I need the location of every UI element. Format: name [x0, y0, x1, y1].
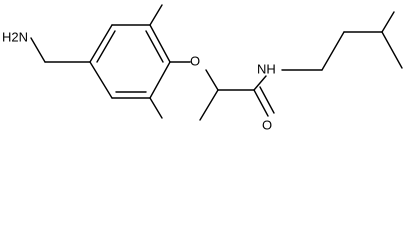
amine-label: H2N: [2, 29, 28, 44]
ring-bond-3-inner: [145, 30, 164, 63]
bond-ch2-ch2: [321, 31, 345, 71]
amide-nh-label: NH: [257, 61, 276, 76]
bond-carbonyl-c-o: [253, 89, 269, 117]
ether-oxygen-label: O: [190, 53, 200, 68]
bond-methyl-bottom: [149, 97, 163, 119]
bond-ch-methyl-up: [381, 11, 395, 33]
molecule-diagram: H2N O NH O: [2, 4, 403, 132]
bond-ch-methyl-down: [381, 31, 403, 69]
bond-carbonyl-nh: [253, 75, 267, 91]
bond-carbonyl-c-o-double: [259, 86, 275, 114]
structure-canvas: H2N O NH O: [2, 4, 403, 132]
carbonyl-oxygen-label: O: [262, 117, 272, 132]
ring-bond-1: [89, 24, 113, 63]
ring-bond-1-inner: [96, 30, 116, 63]
bond-ch-methyl: [199, 89, 219, 121]
ring-bond-4: [149, 61, 171, 99]
bond-n-ch2: [30, 37, 46, 63]
ring-bond-6: [89, 61, 113, 99]
bond-o-ch: [205, 69, 219, 91]
bond-methyl-top: [149, 4, 163, 26]
ring-bond-3: [149, 24, 171, 63]
